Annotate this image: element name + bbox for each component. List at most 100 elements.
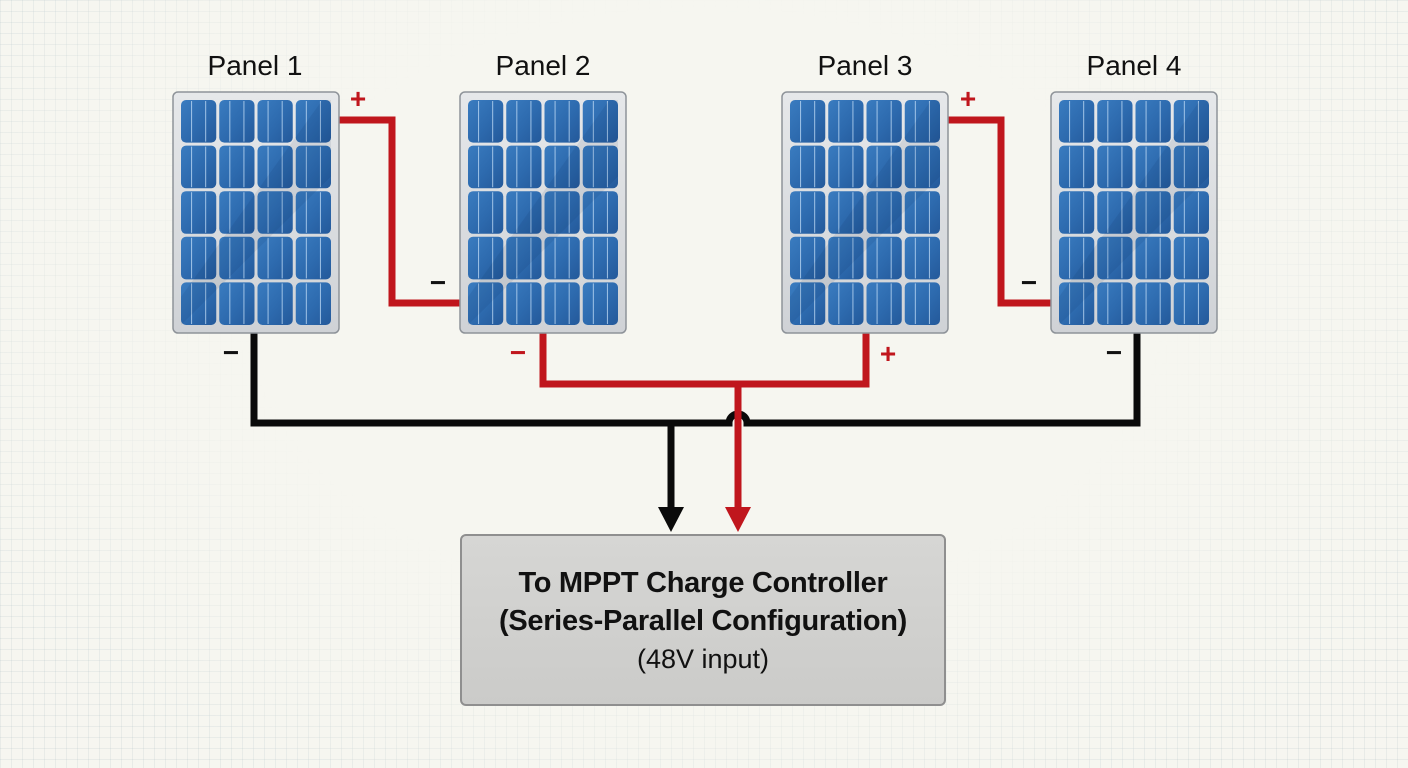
solar-cell	[1097, 145, 1133, 189]
series-wire-panel3-panel4	[947, 116, 1051, 307]
solar-cell	[468, 282, 504, 325]
solar-cell	[904, 145, 940, 189]
solar-cell	[866, 100, 902, 143]
solar-cell	[295, 100, 331, 143]
panel-2-left-negative-terminal: −	[430, 267, 446, 298]
panel-3-positive-terminal: +	[960, 83, 976, 114]
solar-cell	[582, 145, 618, 189]
solar-cell	[828, 191, 864, 234]
solar-cell	[257, 145, 293, 189]
controller-input-voltage: (48V input)	[636, 644, 770, 674]
solar-cell	[904, 236, 940, 280]
solar-cell	[790, 191, 826, 234]
solar-cell	[506, 145, 542, 189]
solar-cell	[544, 236, 580, 280]
solar-cell	[866, 236, 902, 280]
solar-cell	[181, 145, 217, 189]
panel-3-bottom-positive-terminal: +	[880, 338, 896, 369]
solar-cell	[257, 191, 293, 234]
solar-cell	[219, 236, 255, 280]
solar-cell	[790, 236, 826, 280]
positive-arrow-icon	[725, 507, 751, 532]
solar-cell	[1059, 236, 1095, 280]
solar-cell	[468, 236, 504, 280]
solar-cell	[468, 100, 504, 143]
solar-cell	[828, 145, 864, 189]
solar-cell	[295, 145, 331, 189]
solar-cell	[828, 282, 864, 325]
mppt-controller-box: To MPPT Charge Controller (Series-Parall…	[460, 534, 946, 706]
panel-4-bottom-negative-terminal: −	[1106, 337, 1122, 368]
solar-cell	[582, 191, 618, 234]
solar-cell	[257, 282, 293, 325]
solar-cell	[582, 100, 618, 143]
solar-cell	[1059, 191, 1095, 234]
solar-cell	[1059, 100, 1095, 143]
panel-sheen	[1059, 100, 1209, 325]
solar-cell	[544, 282, 580, 325]
panel-2-label: Panel 2	[496, 50, 591, 81]
solar-cell	[904, 100, 940, 143]
solar-cell	[468, 145, 504, 189]
series-wire-panel1-panel2	[338, 116, 461, 307]
solar-cell	[506, 282, 542, 325]
solar-cell	[544, 100, 580, 143]
negative-arrow-icon	[658, 507, 684, 532]
solar-cell	[582, 282, 618, 325]
solar-cell	[1173, 191, 1209, 234]
solar-cell	[295, 236, 331, 280]
solar-cell	[828, 100, 864, 143]
solar-cell	[828, 236, 864, 280]
solar-cell	[181, 191, 217, 234]
solar-cell	[506, 100, 542, 143]
solar-cell	[1173, 145, 1209, 189]
panel-4-left-negative-terminal: −	[1021, 267, 1037, 298]
panel-1-negative-terminal: −	[223, 337, 239, 368]
panel-sheen	[790, 100, 940, 325]
solar-cell	[295, 282, 331, 325]
solar-cell	[790, 100, 826, 143]
solar-cell	[1097, 282, 1133, 325]
solar-cell	[295, 191, 331, 234]
solar-cell	[790, 282, 826, 325]
solar-cell	[181, 100, 217, 143]
solar-cell	[544, 145, 580, 189]
wires	[250, 116, 1141, 532]
solar-panel-1	[172, 91, 340, 334]
controller-configuration: (Series-Parallel Configuration)	[498, 605, 908, 637]
solar-cell	[257, 100, 293, 143]
panel-1-positive-terminal: +	[350, 83, 366, 114]
panel-sheen	[468, 100, 618, 325]
solar-cell	[1097, 236, 1133, 280]
solar-cell	[219, 145, 255, 189]
solar-cell	[506, 236, 542, 280]
solar-panel-2	[459, 91, 627, 334]
panel-4-label: Panel 4	[1087, 50, 1182, 81]
solar-cell	[181, 282, 217, 325]
solar-cell	[1173, 282, 1209, 325]
panel-2-bottom-negative-terminal: −	[510, 337, 526, 368]
solar-cell	[866, 282, 902, 325]
solar-cell	[1135, 236, 1171, 280]
solar-cell	[219, 100, 255, 143]
solar-cell	[582, 236, 618, 280]
panel-1-label: Panel 1	[208, 50, 303, 81]
solar-cell	[1059, 145, 1095, 189]
solar-cell	[1059, 282, 1095, 325]
positive-combiner-wire	[539, 332, 870, 388]
controller-title: To MPPT Charge Controller	[518, 567, 888, 599]
solar-cell	[219, 191, 255, 234]
solar-cell	[866, 145, 902, 189]
solar-cell	[1097, 191, 1133, 234]
solar-cell	[468, 191, 504, 234]
solar-cell	[904, 191, 940, 234]
solar-cell	[1135, 191, 1171, 234]
solar-cell	[790, 145, 826, 189]
negative-combiner-wire	[250, 332, 1141, 427]
panels	[172, 91, 1218, 334]
solar-cell	[1135, 100, 1171, 143]
solar-cell	[544, 191, 580, 234]
solar-cell	[1097, 100, 1133, 143]
solar-cell	[904, 282, 940, 325]
